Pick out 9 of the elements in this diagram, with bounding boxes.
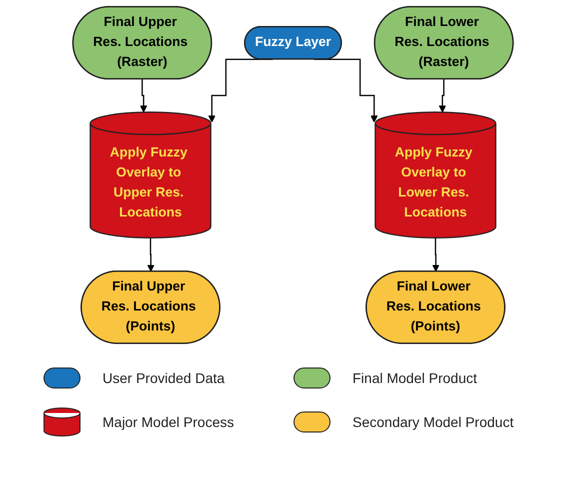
legend-label: User Provided Data	[102, 370, 225, 386]
arrow	[146, 237, 154, 272]
arrow	[432, 237, 439, 272]
legend-label: Major Model Process	[102, 414, 234, 430]
legend-label: Secondary Model Product	[352, 414, 514, 430]
legend-label: Final Model Product	[352, 370, 478, 386]
arrow	[438, 78, 446, 113]
flowchart-drawing: Final Upper Res. Locations (Raster) Fuzzy Layer Final Lower Res. Locations (Raster) Apply Fuzzy Overlay to Upper Res. Locations Apply Fuzzy Overlay to Lower Res. Locations Final Upper Res. Locations (Points) Final Lower Res. Locations (Points)	[2, 0, 582, 350]
arrow	[139, 78, 147, 113]
